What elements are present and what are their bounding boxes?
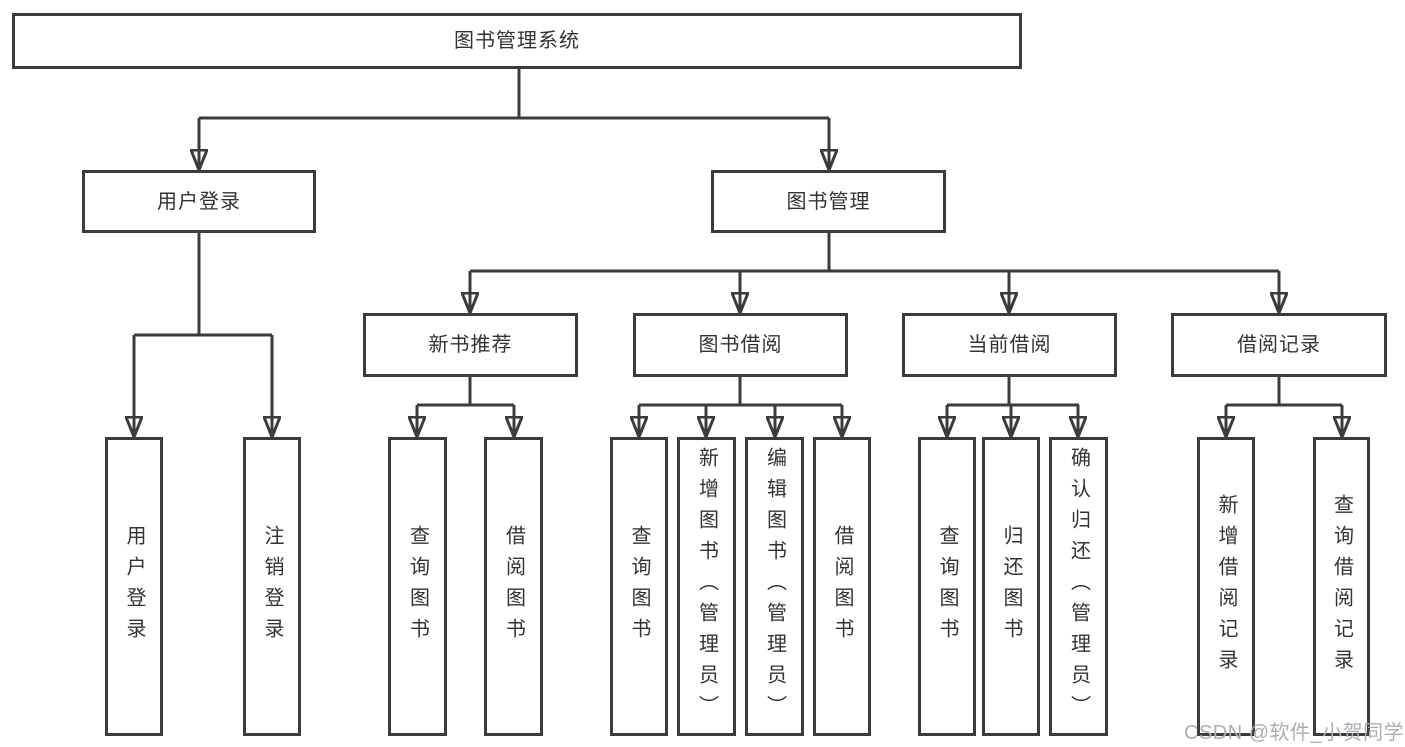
edge-new-book-trunk xyxy=(417,377,514,407)
node-leaf-borrow-books: 借阅图书 xyxy=(813,437,871,736)
edge-book-management-trunk xyxy=(470,233,1279,273)
node-leaf-return-book: 归还图书 xyxy=(982,437,1040,736)
node-leaf-logout: 注销登录 xyxy=(243,437,301,736)
edge-borrowing-trunk xyxy=(639,377,842,407)
node-book-management: 图书管理 xyxy=(711,170,946,233)
edge-user-login-trunk xyxy=(134,233,272,337)
node-leaf-add-borrow-record: 新增借阅记录 xyxy=(1197,437,1255,736)
node-current-borrowing: 当前借阅 xyxy=(902,313,1117,377)
edge-records-trunk xyxy=(1226,377,1342,407)
node-leaf-query-borrow-record: 查询借阅记录 xyxy=(1313,437,1370,736)
node-leaf-query-books-recommend: 查询图书 xyxy=(388,437,447,736)
node-borrowing-records: 借阅记录 xyxy=(1171,313,1387,377)
node-user-login: 用户登录 xyxy=(82,170,316,233)
edge-root-trunk xyxy=(199,69,829,120)
node-leaf-add-book-admin: 新增图书（管理员） xyxy=(677,437,736,736)
node-leaf-edit-book-admin: 编辑图书（管理员） xyxy=(745,437,804,736)
csdn-watermark: CSDN @软件_小贺同学 xyxy=(1184,722,1405,744)
node-root: 图书管理系统 xyxy=(12,13,1022,69)
edge-current-trunk xyxy=(947,377,1079,407)
node-leaf-query-books-current: 查询图书 xyxy=(918,437,976,736)
node-leaf-user-login: 用户登录 xyxy=(105,437,163,736)
node-new-book-recommend: 新书推荐 xyxy=(363,313,578,377)
node-leaf-borrow-books-recommend: 借阅图书 xyxy=(484,437,543,736)
node-leaf-confirm-return-admin: 确认归还（管理员） xyxy=(1049,437,1108,736)
node-book-borrowing: 图书借阅 xyxy=(633,313,848,377)
node-leaf-query-books-borrowing: 查询图书 xyxy=(610,437,668,736)
